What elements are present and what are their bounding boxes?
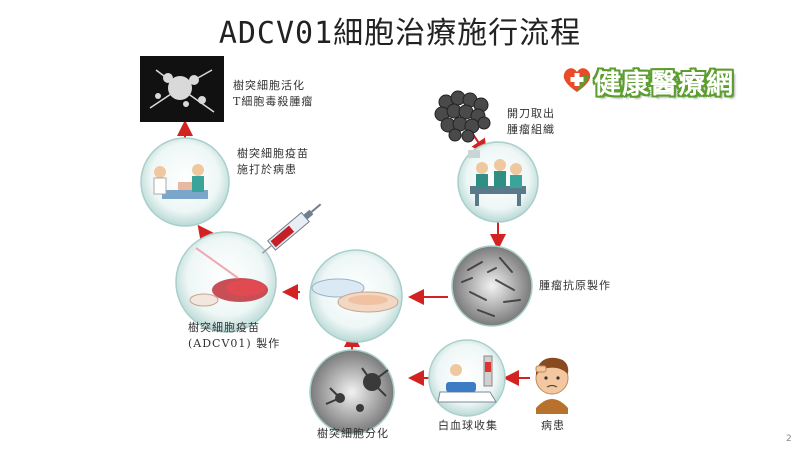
- petri-dish-image: [309, 249, 403, 343]
- vaccine-preparation-image: [175, 231, 277, 333]
- page-title: ADCV01細胞治療施行流程: [218, 16, 582, 51]
- syringe-icon: [261, 203, 322, 254]
- label-dendritic-differentiation: 樹突細胞分化: [317, 427, 389, 440]
- logo: 健康醫療網: [558, 62, 780, 102]
- label-t-cell-activation: 樹突細胞活化 T細胞毒殺腫瘤: [233, 79, 314, 108]
- page-number: 2: [786, 434, 792, 444]
- dendritic-differentiation-image: [309, 349, 395, 435]
- heart-plus-icon: [563, 68, 591, 92]
- tumor-tissue-image: [434, 90, 491, 143]
- label-leukocyte-collection: 白血球收集: [438, 419, 498, 432]
- t-cell-activation-image: [140, 56, 224, 122]
- label-antigen: 腫瘤抗原製作: [539, 279, 611, 292]
- leukocyte-collection-image: [428, 339, 506, 417]
- surgery-image: [457, 141, 539, 223]
- label-patient: 病患: [541, 419, 565, 432]
- label-vaccine-preparation: 樹突細胞疫苗 (ADCV01) 製作: [188, 321, 281, 350]
- label-tumor-removal: 開刀取出 腫瘤組織: [507, 107, 555, 136]
- label-vaccine-injection: 樹突細胞疫苗 施打於病患: [237, 147, 309, 176]
- patient-image: [535, 357, 569, 414]
- tumor-antigen-image: [451, 245, 533, 327]
- logo-text: 健康醫療網: [594, 69, 734, 100]
- vaccine-injection-image: [140, 137, 230, 227]
